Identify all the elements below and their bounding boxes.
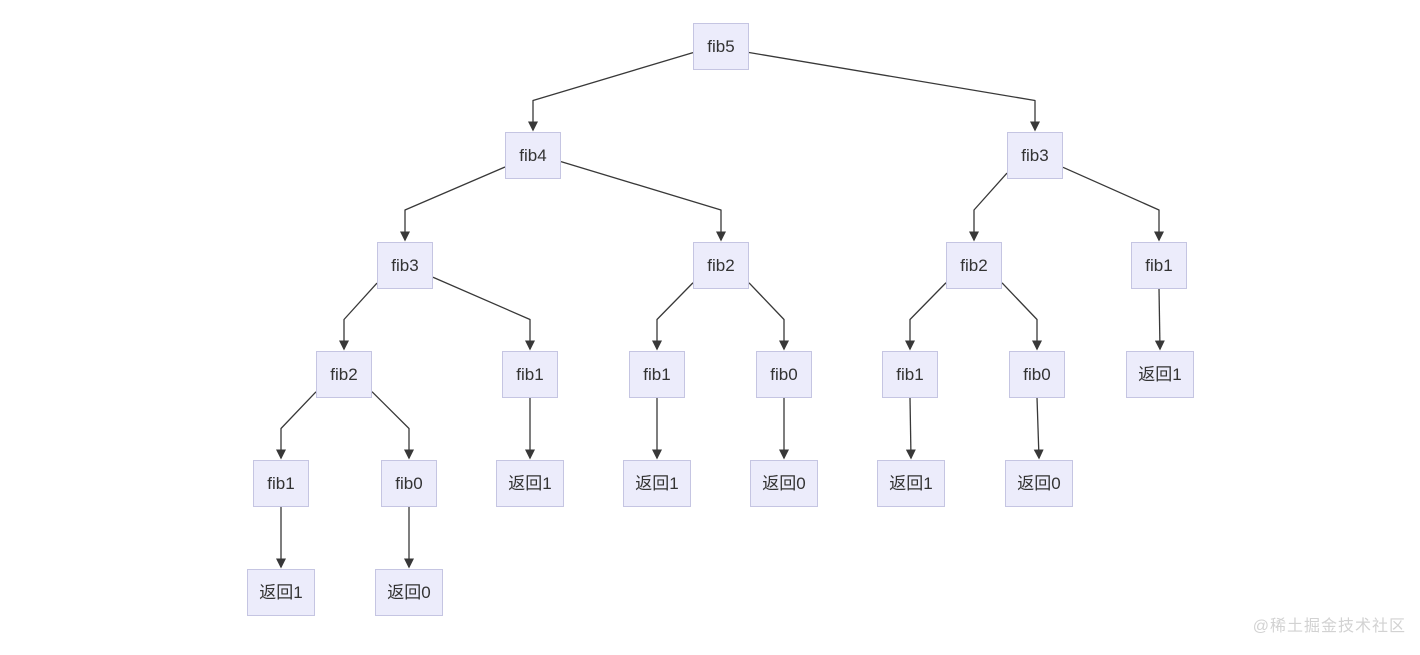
tree-node-n22: 返回1 [247, 568, 315, 616]
tree-edge-n6-n12 [905, 282, 947, 351]
tree-edges [276, 51, 1165, 569]
tree-edge-n2-n4 [400, 166, 506, 242]
tree-edge-n1-n2 [528, 51, 694, 132]
tree-node-n17: 返回1 [496, 459, 564, 507]
tree-edge-n4-n9 [432, 276, 535, 351]
tree-node-n19: 返回0 [750, 459, 818, 507]
tree-edge-n5-n10 [652, 282, 694, 351]
tree-node-n9: fib1 [502, 350, 558, 398]
tree-edge-n8-n16 [371, 391, 414, 460]
tree-node-n13: fib0 [1009, 350, 1065, 398]
tree-node-n5: fib2 [693, 241, 749, 289]
tree-edge-n2-n5 [560, 160, 726, 242]
tree-node-n15: fib1 [253, 459, 309, 507]
tree-node-n23: 返回0 [375, 568, 443, 616]
tree-edge-n3-n6 [969, 172, 1008, 242]
tree-node-n1: fib5 [693, 22, 749, 70]
watermark: @稀土掘金技术社区 [1252, 618, 1406, 635]
tree-node-n20: 返回1 [877, 459, 945, 507]
tree-node-n3: fib3 [1007, 131, 1063, 179]
tree-node-n2: fib4 [505, 131, 561, 179]
tree-edge-n6-n13 [1001, 282, 1042, 351]
tree-node-n21: 返回0 [1005, 459, 1073, 507]
tree-node-n16: fib0 [381, 459, 437, 507]
tree-node-n14: 返回1 [1126, 350, 1194, 398]
tree-edge-n3-n7 [1062, 166, 1164, 242]
tree-node-n10: fib1 [629, 350, 685, 398]
tree-edge-n13-n21 [1033, 397, 1044, 460]
tree-node-n12: fib1 [882, 350, 938, 398]
tree-node-n6: fib2 [946, 241, 1002, 289]
tree-edge-n8-n15 [276, 391, 317, 460]
tree-node-n18: 返回1 [623, 459, 691, 507]
tree-edge-n12-n20 [905, 397, 916, 460]
tree-node-n7: fib1 [1131, 241, 1187, 289]
tree-edge-n4-n8 [339, 282, 378, 351]
tree-node-n4: fib3 [377, 241, 433, 289]
tree-edge-n7-n14 [1154, 288, 1165, 351]
tree-edge-n5-n11 [748, 282, 789, 351]
tree-node-n11: fib0 [756, 350, 812, 398]
tree-node-n8: fib2 [316, 350, 372, 398]
tree-edge-n1-n3 [748, 51, 1040, 132]
